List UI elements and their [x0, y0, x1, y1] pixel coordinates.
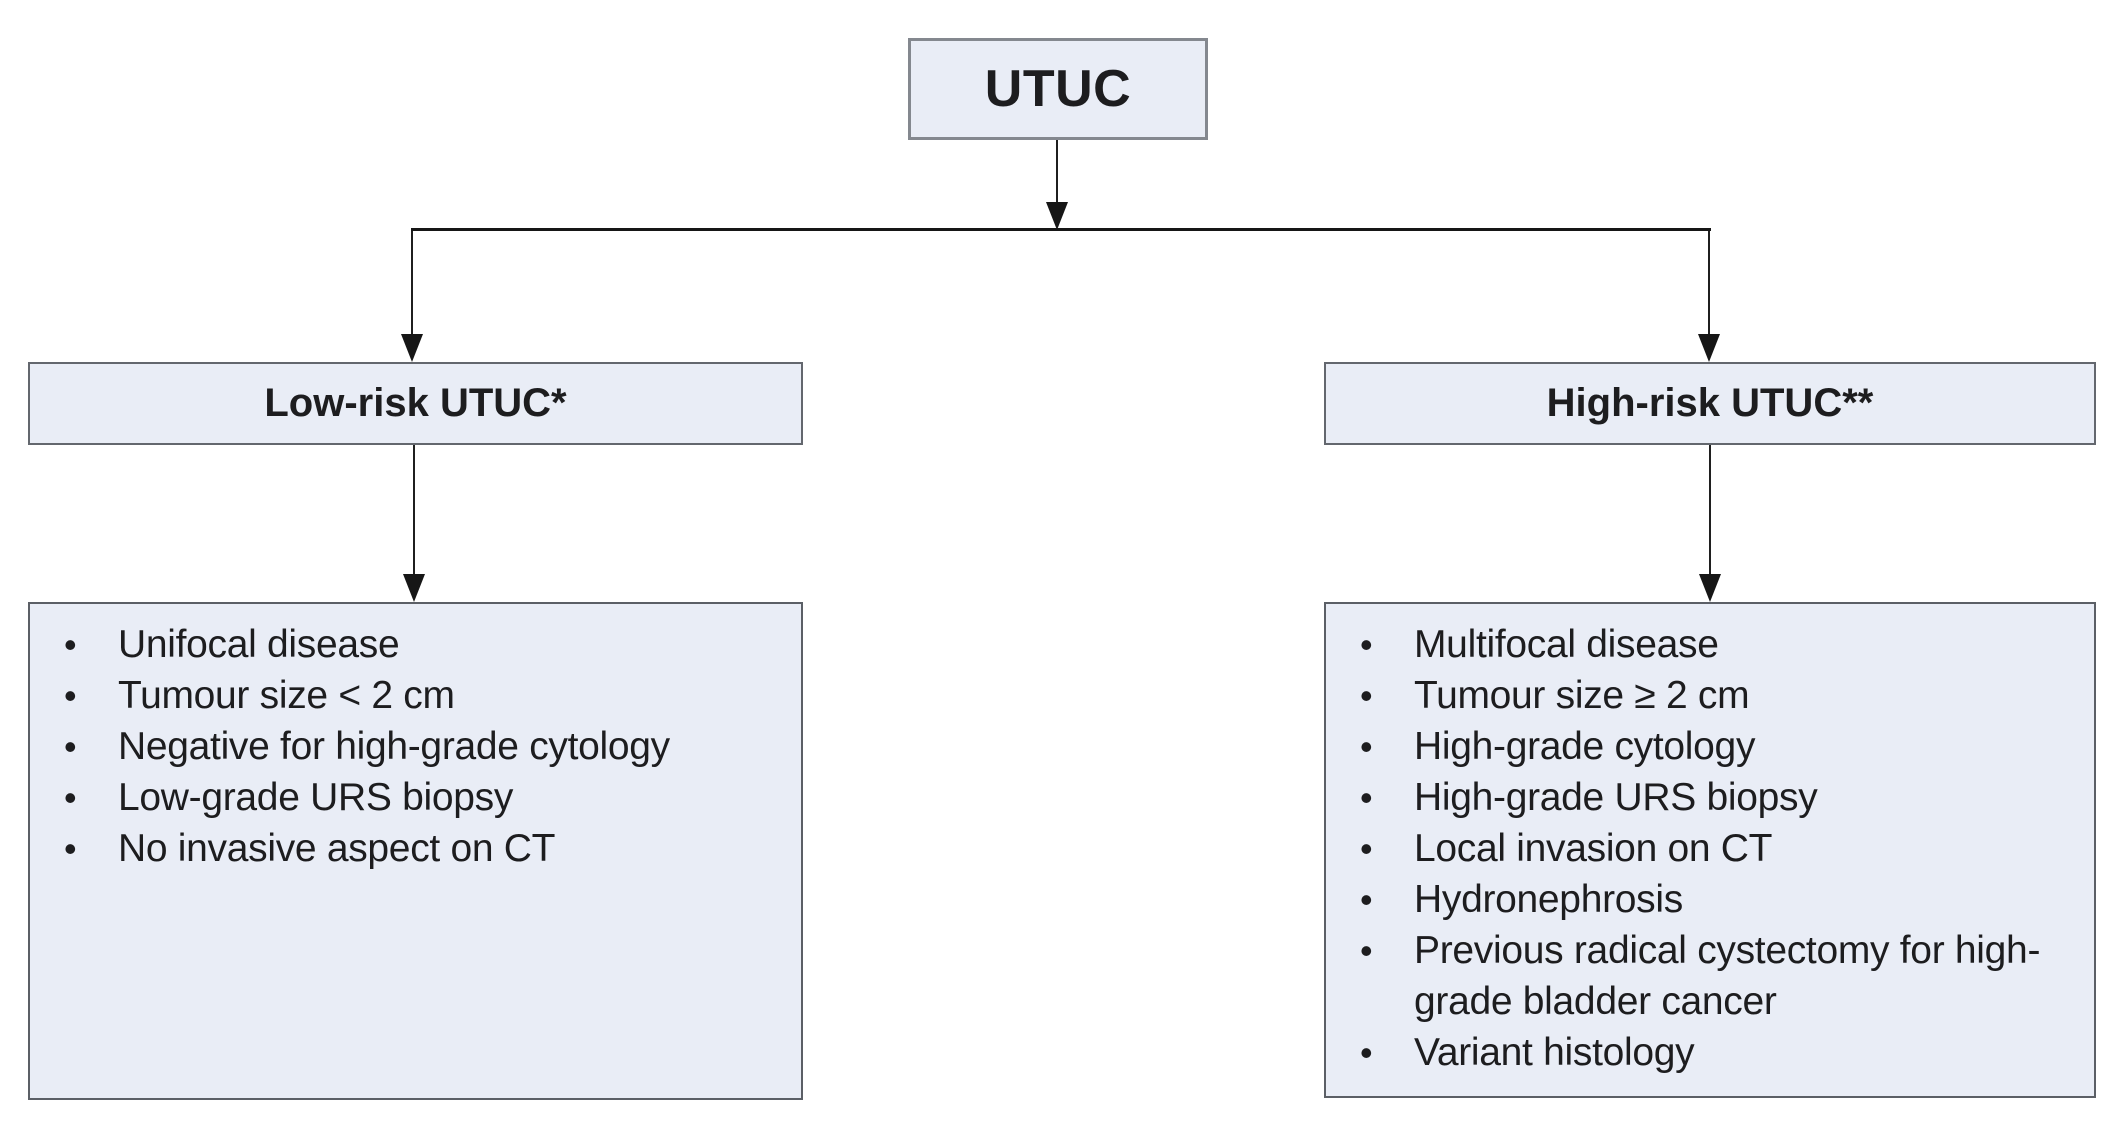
connector-root-line — [1056, 140, 1058, 204]
list-item: High-grade URS biopsy — [1358, 772, 2084, 823]
branch-header-low-risk: Low-risk UTUC* — [28, 362, 803, 445]
criteria-items-low-risk: Unifocal disease Tumour size < 2 cm Nega… — [30, 604, 801, 874]
list-item: Tumour size < 2 cm — [62, 670, 791, 721]
arrowhead-left-icon — [401, 334, 423, 362]
branch-header-high-risk: High-risk UTUC** — [1324, 362, 2096, 445]
connector-drop-right — [1708, 231, 1710, 335]
criteria-list-high-risk: Multifocal disease Tumour size ≥ 2 cm Hi… — [1324, 602, 2096, 1098]
list-item: Local invasion on CT — [1358, 823, 2084, 874]
connector-branch-line — [411, 228, 1711, 231]
list-item: Multifocal disease — [1358, 619, 2084, 670]
arrowhead-right-icon — [1698, 334, 1720, 362]
list-item: Unifocal disease — [62, 619, 791, 670]
list-item: High-grade cytology — [1358, 721, 2084, 772]
connector-high-risk-to-list — [1709, 445, 1711, 575]
list-item: Low-grade URS biopsy — [62, 772, 791, 823]
branch-header-label: Low-risk UTUC* — [264, 381, 567, 425]
root-node-label: UTUC — [984, 60, 1132, 118]
criteria-items-high-risk: Multifocal disease Tumour size ≥ 2 cm Hi… — [1326, 604, 2094, 1078]
arrowhead-low-risk-list-icon — [403, 574, 425, 602]
list-item: Variant histology — [1358, 1027, 2084, 1078]
arrowhead-high-risk-list-icon — [1699, 574, 1721, 602]
list-item: No invasive aspect on CT — [62, 823, 791, 874]
list-item: Hydronephrosis — [1358, 874, 2084, 925]
branch-header-label: High-risk UTUC** — [1546, 381, 1874, 425]
criteria-list-low-risk: Unifocal disease Tumour size < 2 cm Nega… — [28, 602, 803, 1100]
connector-drop-left — [411, 231, 413, 335]
root-node-utuc: UTUC — [908, 38, 1208, 140]
connector-low-risk-to-list — [413, 445, 415, 575]
list-item: Negative for high-grade cytology — [62, 721, 791, 772]
list-item: Tumour size ≥ 2 cm — [1358, 670, 2084, 721]
arrowhead-root-icon — [1046, 202, 1068, 230]
list-item: Previous radical cystectomy for high-gra… — [1358, 925, 2084, 1027]
